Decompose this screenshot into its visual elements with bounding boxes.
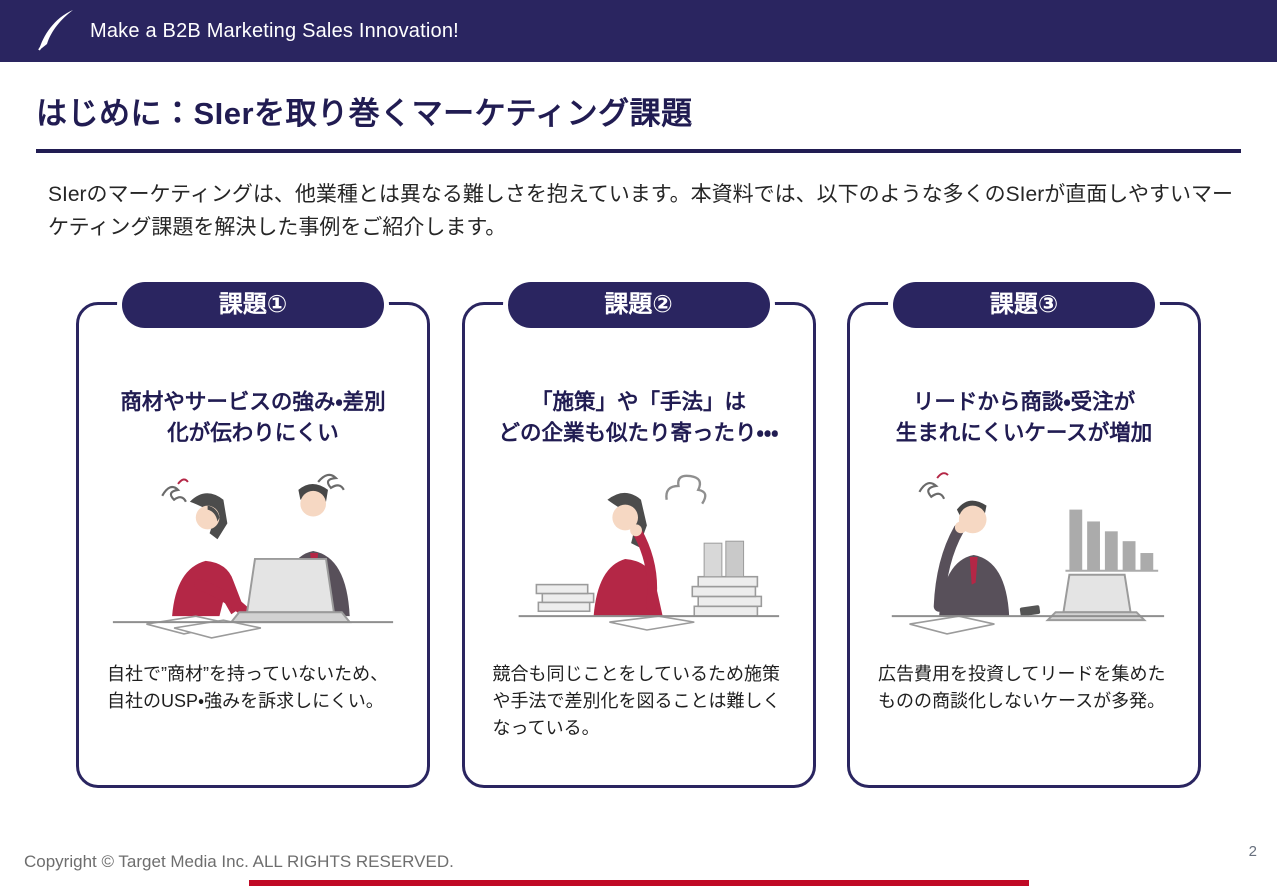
stressed-coworkers-at-laptop-illustration xyxy=(105,457,401,653)
page-number: 2 xyxy=(1248,843,1257,860)
card-badge: 課題③ xyxy=(893,282,1155,329)
frustrated-man-declining-chart-illustration xyxy=(876,457,1172,653)
card-badge: 課題① xyxy=(122,282,384,329)
intro-paragraph: SIerのマーケティングは、他業種とは異なる難しさを抱えています。本資料では、以… xyxy=(48,183,1233,239)
challenge-card-2: 課題② 「施策」や「手法」は どの企業も似たり寄ったり・・・ xyxy=(461,282,816,789)
quill-pen-icon xyxy=(34,6,78,54)
banner-tagline: Make a B2B Marketing Sales Innovation! xyxy=(90,19,459,42)
slide-title: はじめに：SIerを取り巻くマーケティング課題 xyxy=(36,96,693,131)
copyright-text: Copyright © Target Media Inc. ALL RIGHTS… xyxy=(24,852,454,871)
bottom-accent-bar xyxy=(248,880,1029,886)
pondering-woman-with-paper-stacks-illustration xyxy=(491,457,787,653)
card-title: リードから商談・受注が 生まれにくいケースが増加 xyxy=(895,390,1153,446)
top-banner: Make a B2B Marketing Sales Innovation! xyxy=(0,0,1277,62)
card-badge: 課題② xyxy=(507,282,770,329)
card-title: 「施策」や「手法」は どの企業も似たり寄ったり・・・ xyxy=(498,390,779,446)
card-description: 競合も同じことをしているため施策や手法で差別化を図ることは難しくなっている。 xyxy=(492,664,781,739)
card-description: 広告費用を投資してリードを集めたものの商談化しないケースが多発。 xyxy=(878,664,1166,712)
challenge-cards: 課題① 商材やサービスの強み・差別 化が伝わりにくい xyxy=(76,282,1201,789)
challenge-card-3: 課題③ リードから商談・受注が 生まれにくいケースが増加 xyxy=(847,282,1201,789)
card-title: 商材やサービスの強み・差別 化が伝わりにくい xyxy=(120,390,386,446)
card-description: 自社で”商材”を持っていないため、自社のUSP・強みを訴求しにくい。 xyxy=(107,664,389,712)
title-divider xyxy=(36,149,1241,153)
challenge-card-1: 課題① 商材やサービスの強み・差別 化が伝わりにくい xyxy=(76,282,430,789)
